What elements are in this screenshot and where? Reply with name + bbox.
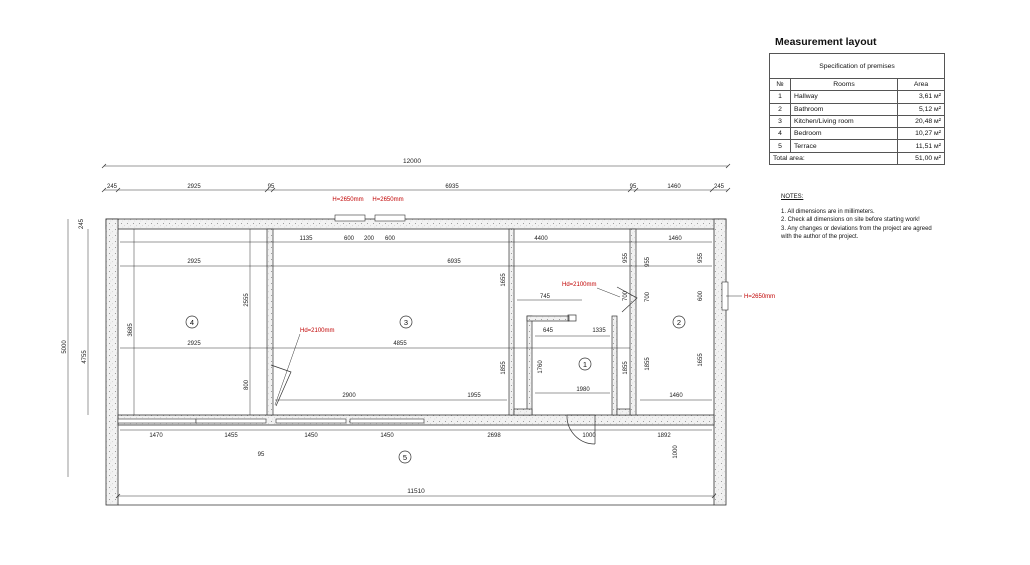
dim-overall: 12000 [403,158,421,165]
specification-table: Specification of premises № Rooms Area 1… [769,53,945,166]
door-height-label: Hd=2100mm [300,328,335,334]
dim-vert: 1855 [501,361,507,375]
dim-lower: 1460 [669,393,683,399]
dim-vert: 3685 [128,323,134,337]
dim-vert: 5000 [62,340,68,354]
interior-walls [266,228,637,416]
dim-vert: 1655 [698,353,704,367]
dim-lower: 1955 [467,393,481,399]
dim-top: 2925 [187,184,201,190]
room-markers [185,315,686,464]
dim-vert: 245 [79,218,85,229]
dim-vert: 600 [698,290,704,301]
dim-row1: 1460 [668,236,682,242]
dimension-ticks [101,163,731,499]
leader-lines [274,287,742,406]
dim-vert: 700 [623,290,629,301]
dim-row1: 200 [364,236,375,242]
dim-row1: 4400 [534,236,548,242]
room-number: 1 [583,360,587,369]
dim-hall: 1760 [538,360,544,374]
dim-nib: 95 [258,452,265,458]
sheet-title: Measurement layout [775,36,877,48]
dim-mid: 4855 [393,341,407,347]
dim-vert: 955 [645,256,651,267]
dim-top: 245 [714,184,725,190]
notes-heading: NOTES: [781,194,804,200]
dim-mid: 2925 [187,341,201,347]
dim-row1: 1135 [300,236,314,242]
dim-lower: 2900 [342,393,356,399]
windows [117,214,729,424]
window-height-label: H=2650mm [744,294,775,300]
note-line: 1. All dimensions are in millimeters. [781,208,875,215]
dim-bottom: 1000 [582,433,596,439]
door-height-label: Hd=2100mm [562,282,597,288]
dimension-lines [67,165,728,497]
window-height-label: H=2650mm [372,197,403,203]
notes-block: NOTES: 1. All dimensions are in millimet… [781,193,932,242]
note-line: with the author of the project. [781,234,859,241]
dim-vert: 955 [698,252,704,263]
dim-hall: 745 [540,294,551,300]
dim-bottom: 1450 [380,433,394,439]
spec-caption: Specification of premises [769,53,945,79]
dim-row2: 2925 [187,259,201,265]
dim-bottom: 1450 [304,433,318,439]
dim-vert: 700 [645,291,651,302]
dim-vert: 1000 [673,445,679,459]
dim-row1: 600 [344,236,355,242]
window-height-label: H=2650mm [332,197,363,203]
room-number: 5 [403,453,407,462]
dim-vert: 4755 [82,350,88,364]
dim-hall: 1980 [576,387,590,393]
doors [270,286,638,445]
note-line: 3. Any changes or deviations from the pr… [781,225,932,232]
dim-top: 95 [630,184,637,190]
dim-bottom: 2698 [487,433,501,439]
note-line: 2. Check all dimensions on site before s… [781,217,920,224]
dim-bottom: 1455 [224,433,238,439]
dim-vert: 1855 [645,357,651,371]
dim-bottom: 1892 [657,433,671,439]
dim-vert: 955 [623,252,629,263]
dim-top: 95 [268,184,275,190]
dim-row1: 600 [385,236,396,242]
dim-top: 1460 [667,184,681,190]
spec-total-row: Total area:51,00 м² [769,151,945,166]
dim-top: 245 [107,184,118,190]
spec-room: Bedroom [790,127,898,141]
spec-no: 5 [769,139,791,153]
dim-vert: 800 [244,379,250,390]
dim-bottom-overall: 11510 [407,488,425,495]
dim-top: 6935 [445,184,459,190]
room-number: 2 [677,318,681,327]
dim-row2: 6935 [447,259,461,265]
dim-vert: 1855 [623,361,629,375]
dim-bottom: 1470 [149,433,163,439]
spec-area: 10,27 м² [897,127,945,141]
dim-vert: 2555 [244,293,250,307]
dim-vert: 1655 [501,273,507,287]
room-number: 4 [190,318,194,327]
dim-hall: 645 [543,328,554,334]
room-number: 3 [404,318,408,327]
spec-total-area: 51,00 м² [897,151,945,166]
spec-area: 11,51 м² [897,139,945,153]
dim-hall: 1335 [592,328,606,334]
